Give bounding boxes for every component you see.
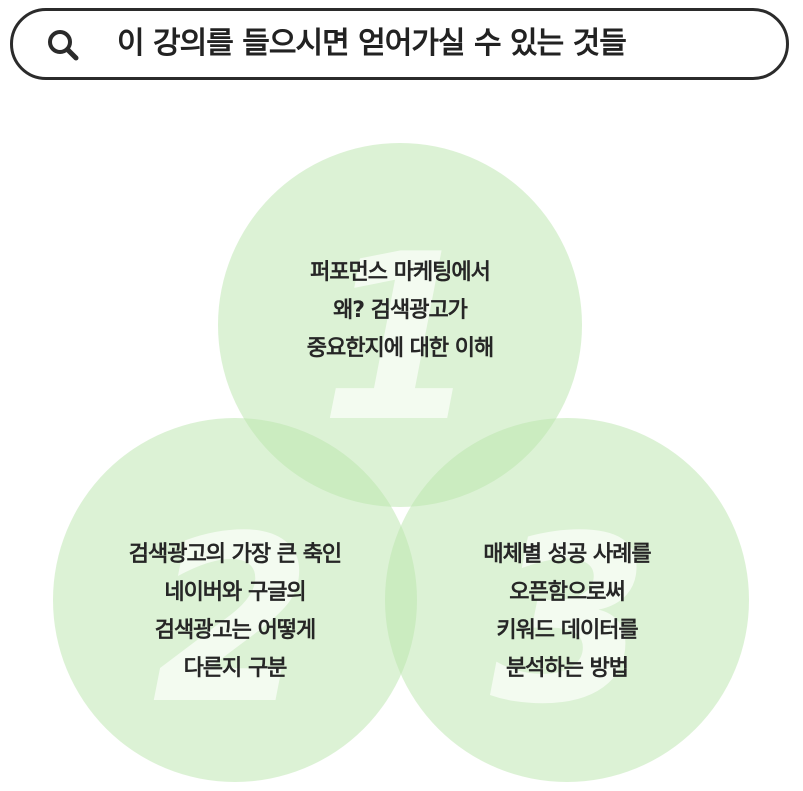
circle-2-text: 검색광고의 가장 큰 축인 네이버와 구글의 검색광고는 어떻게 다른지 구분 [85,536,385,688]
circle-1 [218,143,582,507]
circle-1-line-1: 퍼포먼스 마케팅에서 [310,260,491,285]
circle-2 [53,418,417,782]
circle-1-number: 1 [320,206,480,473]
circle-3-line-1: 매체별 성공 사례를 [483,542,651,567]
venn-circles [53,143,749,782]
circle-2-line-1: 검색광고의 가장 큰 축인 [128,542,342,567]
search-bar[interactable]: 이 강의를 들으시면 얻어가실 수 있는 것들 [10,8,789,80]
circle-3-line-4: 분석하는 방법 [505,656,629,681]
circle-3-number: 3 [490,488,650,755]
circle-3-line-3: 키워드 데이터를 [496,618,638,643]
circle-2-line-2: 네이버와 구글의 [164,580,306,605]
circle-1-line-2: 왜? 검색광고가 [333,298,468,323]
page-title: 이 강의를 들으시면 얻어가실 수 있는 것들 [117,26,627,61]
circle-3-text: 매체별 성공 사례를 오픈함으로써 키워드 데이터를 분석하는 방법 [417,536,717,688]
circle-1-line-3: 중요한지에 대한 이해 [306,336,494,361]
search-icon [48,30,79,61]
circle-2-number: 2 [152,488,312,755]
circle-1-text: 퍼포먼스 마케팅에서 왜? 검색광고가 중요한지에 대한 이해 [250,254,550,368]
circle-3 [385,418,749,782]
circle-3-line-2: 오픈함으로써 [509,580,625,605]
circle-2-line-4: 다른지 구분 [183,656,288,681]
circle-numerals: 1 2 3 [152,206,650,755]
circle-2-line-3: 검색광고는 어떻게 [154,618,317,643]
